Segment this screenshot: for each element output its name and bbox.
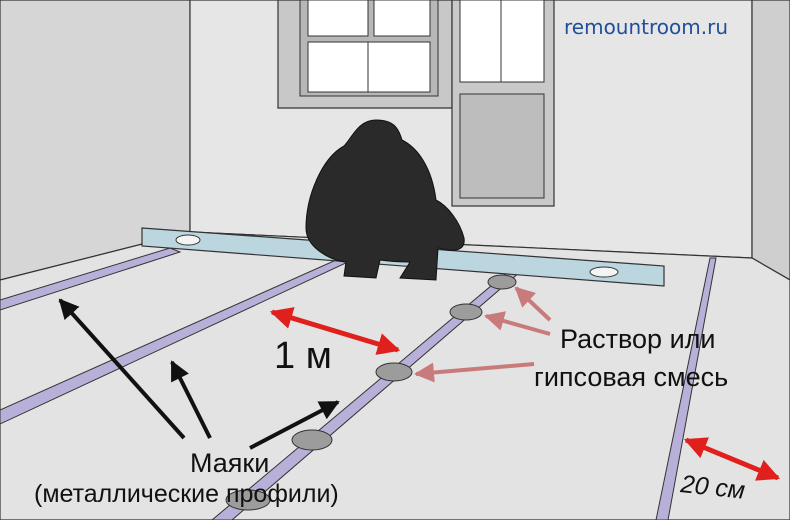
spacing-label: 1 м <box>274 335 332 377</box>
mortar-label-line2: гипсовая смесь <box>534 362 728 392</box>
mortar-pointer <box>414 362 535 383</box>
mortar-blob <box>375 362 413 382</box>
beacons-label-line1: Маяки <box>190 448 269 478</box>
beacon-profiles <box>0 247 717 520</box>
beacon-pointer <box>58 298 186 440</box>
beacon-profile-4 <box>655 257 717 520</box>
wall-gap-arrow <box>683 437 781 481</box>
balcony-door <box>430 0 555 207</box>
mortar-label-line1: Раствор или <box>560 324 716 354</box>
beacon-pointer <box>249 400 340 450</box>
mortar-blob <box>225 489 271 511</box>
beacon-pointers <box>58 298 340 450</box>
mortar-pointers <box>414 286 552 383</box>
watermark: remountroom.ru <box>564 15 728 39</box>
mortar-blobs <box>225 274 517 511</box>
beacons-label-line2: (металлические профили) <box>34 480 339 508</box>
window <box>277 0 453 109</box>
spacing-arrow <box>269 307 401 355</box>
beacon-pointer <box>170 360 212 439</box>
mortar-blob <box>291 429 333 451</box>
mortar-pointer <box>484 311 551 336</box>
wall-gap-label: 20 см <box>678 470 746 505</box>
mortar-blob <box>449 303 483 321</box>
right-wall <box>751 0 790 281</box>
worker-silhouette <box>305 119 465 281</box>
beacon-profile-1 <box>0 247 182 311</box>
mortar-blob <box>487 274 517 290</box>
mortar-pointer <box>514 286 552 322</box>
